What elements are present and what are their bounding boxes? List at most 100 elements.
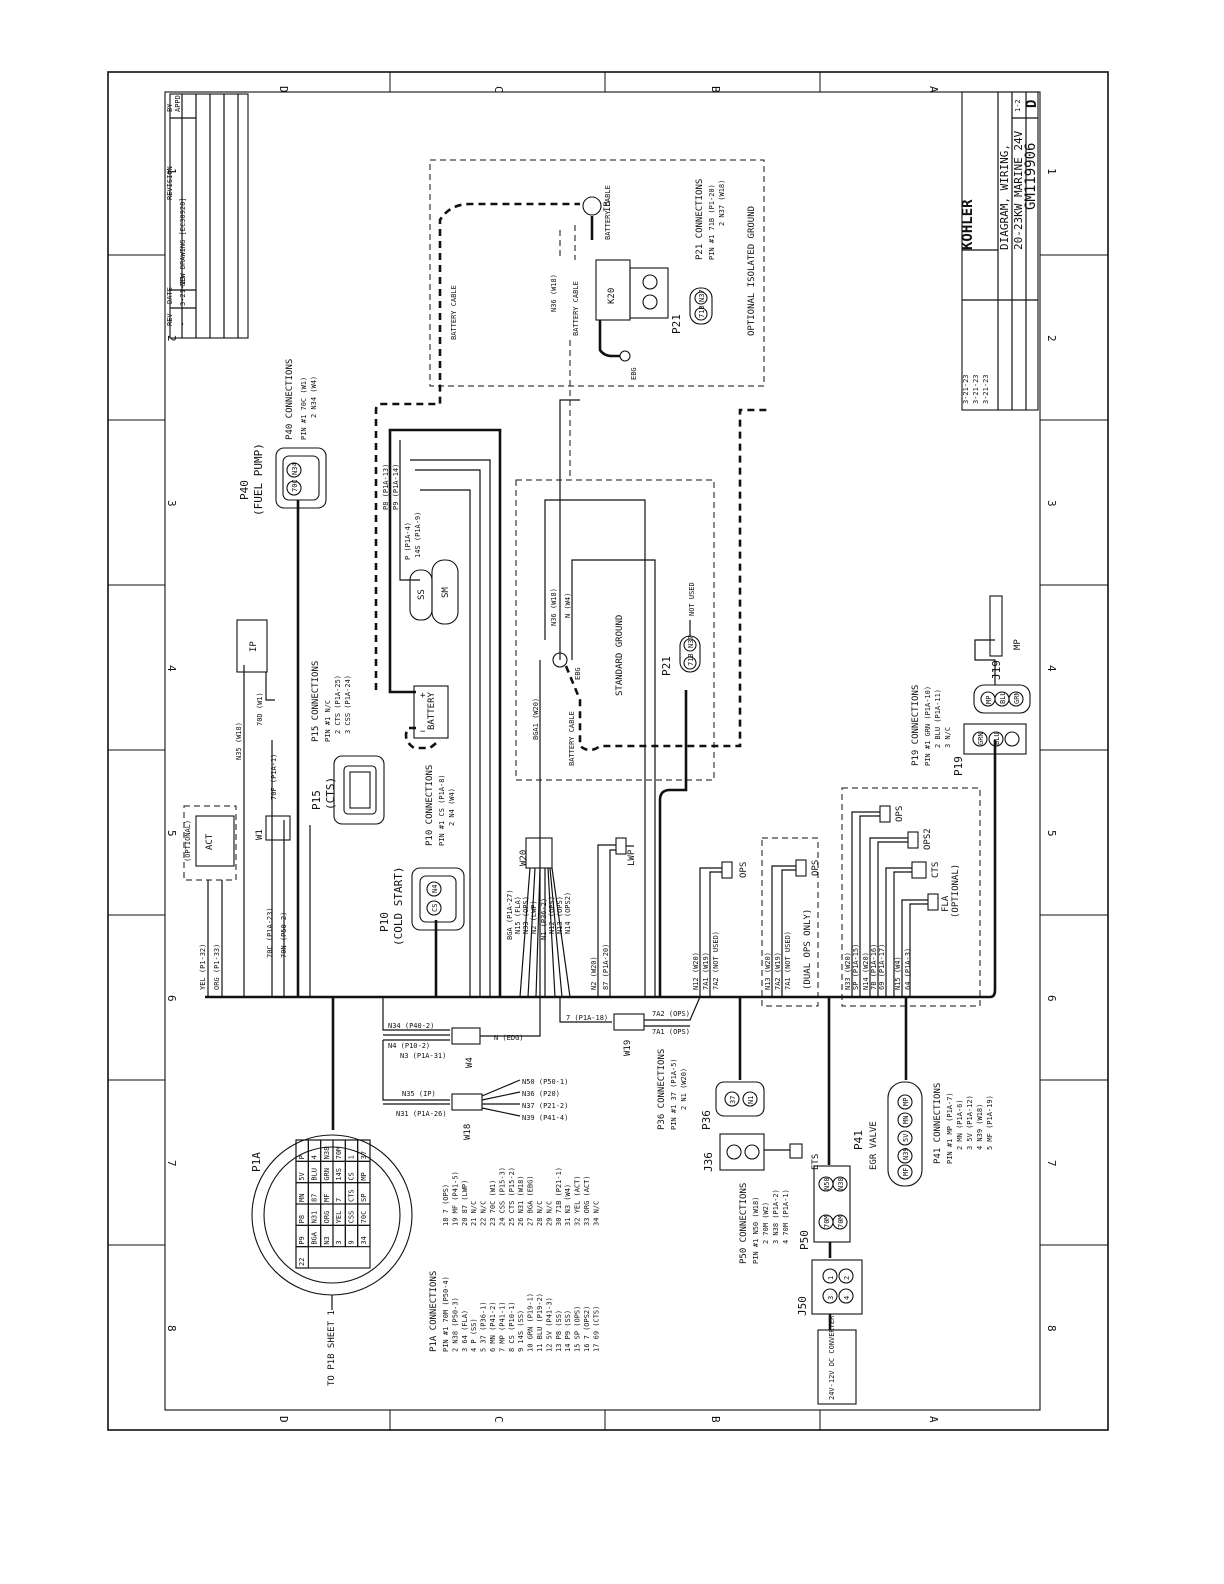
- wire-70c: 70C (P1A-23): [266, 907, 274, 958]
- p1a-cell-label: 5V: [298, 1171, 306, 1180]
- grid-letter-bottom-b: B: [709, 1416, 722, 1423]
- p19-label: P19: [952, 756, 965, 776]
- p19-j19-mp: GRN BLU P19 MP BLU GRN J19 MP P19 CONNEC…: [911, 595, 1031, 776]
- p1a-conn-row: 27 BGA (EBG): [527, 1175, 535, 1226]
- grid-letter-top-d: D: [277, 86, 290, 93]
- p41-connector: [887, 1081, 923, 1187]
- p1a-cell-label: 7: [335, 1198, 343, 1202]
- w20-branch-0: BGA (P1A-27): [506, 889, 514, 940]
- p15-cts: P15 (CTS) P15 CONNECTIONS PIN #1 N/C 2 C…: [309, 661, 385, 997]
- wire-14s: 14S (P1A-9): [414, 512, 422, 558]
- left-branches: ACT (OPTIONAL) YEL (P1-32) ORG (P1-33) I…: [183, 500, 300, 997]
- sheet-number: 1-2: [1014, 99, 1022, 112]
- p50-pin-n38: N38: [837, 1177, 845, 1190]
- p36-pin-n1: N1: [747, 1096, 755, 1104]
- wire-64: 64 (P1A-3): [904, 948, 912, 990]
- wire-n34: N34 (P40-2): [388, 1022, 434, 1030]
- p41-desc: EGR VALVE: [869, 1121, 879, 1170]
- p41-pin-mf: MF: [902, 1168, 910, 1176]
- p1a-conn-col-1: PIN #1 70M (P50-4)2 N38 (P50-3)3 64 (FLA…: [442, 1276, 600, 1352]
- battery-cable-label-optional: BATTERY CABLE: [450, 285, 458, 340]
- p10-label: P10: [378, 912, 391, 932]
- wire-p8: P8 (P1A-13): [382, 464, 390, 510]
- p50-j50-converter: N50 N38 70M 70M P50 1 2 3 4 J50 24V-12V …: [739, 1165, 863, 1405]
- p15-desc: (CTS): [324, 777, 337, 810]
- w4-label: W4: [465, 1057, 475, 1068]
- p1a-conn-row: 7 MP (P41-1): [498, 1301, 506, 1352]
- grid-number-left-4: 4: [165, 665, 178, 672]
- grid-letter-bottom-d: D: [277, 1416, 290, 1423]
- title-line-1: DIAGRAM, WIRING,: [998, 144, 1011, 250]
- grid-number-right-4: 4: [1045, 665, 1058, 672]
- p1a-cell-label: MF: [323, 1194, 331, 1202]
- battery-plus-icon: +: [420, 691, 426, 701]
- title-block: KOHLER 3-21-23 3-21-23 3-21-23 DIAGRAM, …: [960, 91, 1040, 411]
- grid-number-right-5: 5: [1045, 830, 1058, 837]
- p1a-conn-row: 26 N31 (W18): [517, 1175, 525, 1226]
- p1a-cell-label: YEL: [335, 1211, 343, 1224]
- grid-number-right-8: 8: [1045, 1325, 1058, 1332]
- p1a-conn-row: 11 BLU (P19-2): [536, 1293, 544, 1352]
- j50-pin-4: 4: [843, 1296, 851, 1300]
- w1-splice: [265, 815, 291, 841]
- p1a-conn-row: 18 7 (OPS): [442, 1184, 450, 1226]
- wire-n36: N36 (W18): [550, 588, 558, 626]
- p36-connector: [715, 1081, 765, 1117]
- p40-conn-line-2: 2 N34 (W4): [310, 376, 318, 418]
- wire-69: 69 (P1A-17): [878, 944, 886, 990]
- revision-row-date: 3-21-23: [179, 276, 187, 306]
- p1a-conn-row: 19 MF (P41-5): [451, 1171, 459, 1226]
- revision-header-revision: REVISION: [166, 166, 174, 200]
- p1a-cell-label: N31: [311, 1211, 319, 1224]
- j19-label: J19: [990, 660, 1003, 680]
- w20-branch-labels: BGA (P1A-27) N15 (FLA) N33 (OPS) N2 (LWP…: [506, 889, 572, 940]
- p21-conn-title: P21 CONNECTIONS: [695, 179, 705, 260]
- battery-cable-label-ib: BATTERY CABLE: [604, 185, 612, 240]
- wire-7b: 7B (P1A-16): [870, 944, 878, 990]
- wire-70f: 70F (P1A-1): [270, 754, 278, 800]
- optional-ground-label: OPTIONAL ISOLATED GROUND: [747, 206, 757, 336]
- wire-7a1: 7A1 (W19): [702, 952, 710, 990]
- p50-conn-title: P50 CONNECTIONS: [739, 1183, 749, 1264]
- grid-letter-top-b: B: [709, 86, 722, 93]
- wire-70d: 70D (W1): [256, 692, 264, 726]
- dual-ops-label: (DUAL OPS ONLY): [803, 909, 813, 990]
- act-optional-box: [183, 805, 237, 881]
- p1a-cell-label: 37: [360, 1151, 368, 1159]
- grid-number-left-3: 3: [165, 500, 178, 507]
- wire-org: ORG (P1-33): [213, 944, 221, 990]
- p40-desc: (FUEL PUMP): [252, 443, 265, 516]
- p1a-cell-label: GRN: [323, 1168, 331, 1181]
- p1a-conn-row: 30 71B (P21-1): [555, 1167, 563, 1226]
- wire-70n: 70N (P50-2): [280, 912, 288, 958]
- j19-pin-grn: GRN: [1013, 691, 1021, 704]
- p1a-conn-row: 3 64 (FLA): [461, 1310, 469, 1352]
- p50-conn-line-3: 3 N38 (P1A-2): [772, 1189, 780, 1244]
- wire-7a2: 7A2 (NOT USED): [712, 931, 720, 990]
- p1a-cell-label: 1: [348, 1155, 356, 1159]
- battery-label: BATTERY: [427, 691, 437, 730]
- revision-row-rev: -: [179, 322, 187, 326]
- ss-label: SS: [417, 589, 427, 600]
- wire-7a2-w19: 7A2 (W19): [774, 952, 782, 990]
- p41-conn-line-4: 4 N39 (W18): [976, 1104, 984, 1150]
- p1a-to-p1b-note: TO P1B SHEET 1: [327, 1310, 337, 1386]
- wire-bga1: BGA1 (W20): [532, 698, 540, 740]
- optional-label: (OPTIONAL): [951, 864, 961, 918]
- p41-egr-valve: MP MN 5V N39 MF P41 EGR VALVE P41 CONNEC…: [852, 1081, 994, 1187]
- j19-pin-mp: MP: [985, 696, 993, 704]
- p36-conn-line-2: 2 N1 (W20): [680, 1068, 688, 1110]
- p21-conn-line-1: PIN #1 71B (P1-20): [708, 184, 716, 260]
- p1a-conn-row: 34 N/C: [592, 1201, 600, 1226]
- p10-conn-line-1: PIN #1 CS (P1A-8): [438, 774, 446, 846]
- p1a-conn-row: 22 N/C: [480, 1201, 488, 1226]
- ip-label: IP: [249, 641, 259, 652]
- p1a-cell-label: 34: [360, 1236, 368, 1244]
- p21-label-optional: P21: [670, 314, 683, 334]
- wire-7: 7 (P1A-18): [566, 1014, 608, 1022]
- p1a-conn-row: 31 N3 (W4): [564, 1184, 572, 1226]
- p10-pin-cs: CS: [431, 904, 439, 912]
- act-optional-label: (OPTIONAL): [184, 820, 192, 862]
- p1a-conn-row: 4 P (SS): [470, 1318, 478, 1352]
